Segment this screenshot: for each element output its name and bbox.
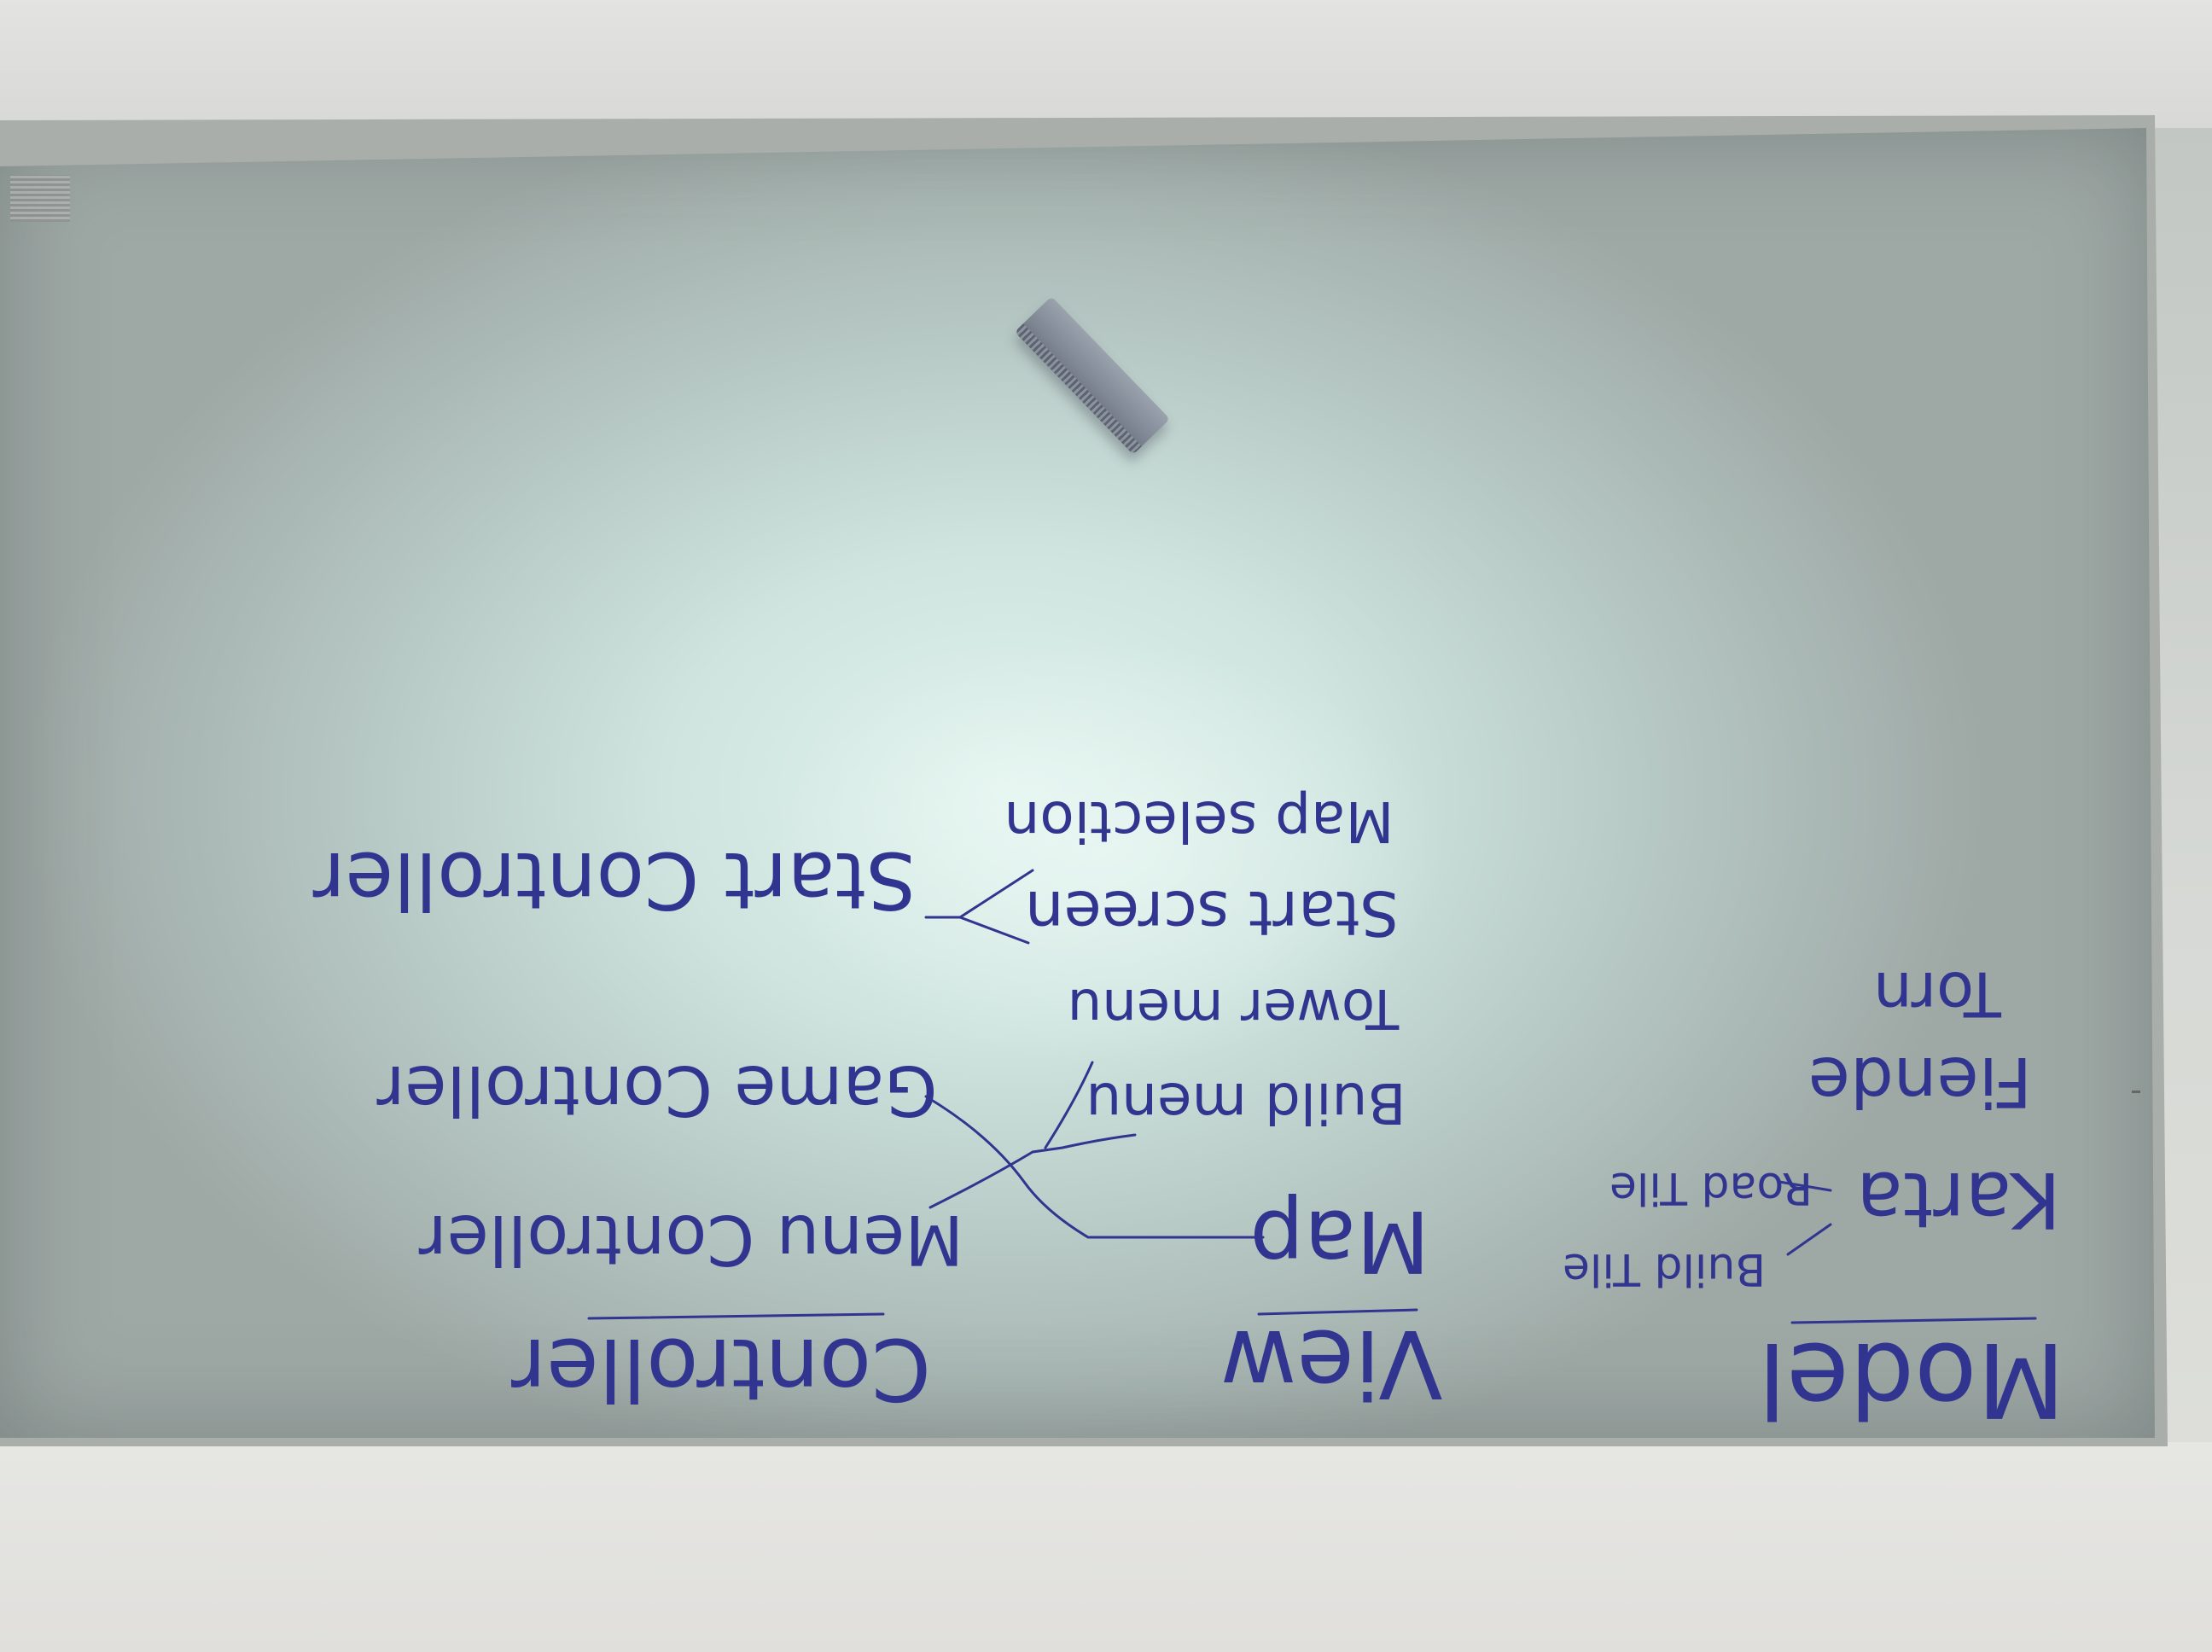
manufacturer-label [10, 175, 70, 222]
controller-item-game: Game Controller [376, 1050, 937, 1130]
wall-top [0, 0, 2212, 128]
model-group: Model Karta Build Tile Road Tile Fiende … [1563, 958, 2065, 1438]
controller-group: Controller Menu Controller Game Controll… [313, 835, 964, 1419]
karta-branch-line-2 [1778, 1180, 1832, 1192]
view-item-start-screen: Start screen [1025, 877, 1399, 949]
model-heading: Model [1758, 1319, 2065, 1438]
view-heading: View [1220, 1309, 1442, 1418]
model-item-fiende: Fiende [1808, 1042, 2032, 1121]
karta-child-build-tile: Build Tile [1563, 1243, 1766, 1294]
controller-item-menu: Menu Controller [419, 1200, 964, 1279]
wall-bottom [0, 1442, 2212, 1652]
frame-mark [2132, 1091, 2140, 1093]
connector-lines [924, 869, 1265, 1239]
view-group: View Map Build menu Tower menu Start scr… [1004, 788, 1443, 1418]
controller-item-start: Start Controller [313, 835, 917, 926]
view-item-tower-menu: Tower menu [1068, 976, 1400, 1039]
controller-heading: Controller [510, 1319, 931, 1419]
light-glare [768, 640, 1451, 1067]
view-item-map: Map [1249, 1191, 1429, 1291]
menu-controller-to-build-menu-line [928, 1133, 1137, 1209]
karta-child-road-tile: Road Tile [1610, 1162, 1813, 1213]
build-to-tower-menu-line [1044, 1061, 1094, 1149]
karta-branch-line-1 [1786, 1223, 1832, 1256]
map-to-game-controller-line [924, 1095, 1265, 1239]
view-underline [1257, 1308, 1418, 1316]
model-underline [1790, 1317, 2037, 1324]
start-controller-to-map-selection-line [958, 869, 1034, 919]
view-item-map-selection: Map selection [1004, 788, 1394, 854]
view-item-build-menu: Build menu [1086, 1070, 1406, 1136]
controller-underline [587, 1312, 885, 1320]
model-item-karta: Karta [1856, 1155, 2061, 1244]
model-item-torn: Torn [1873, 958, 2002, 1030]
start-controller-to-start-screen-line [924, 916, 1030, 945]
